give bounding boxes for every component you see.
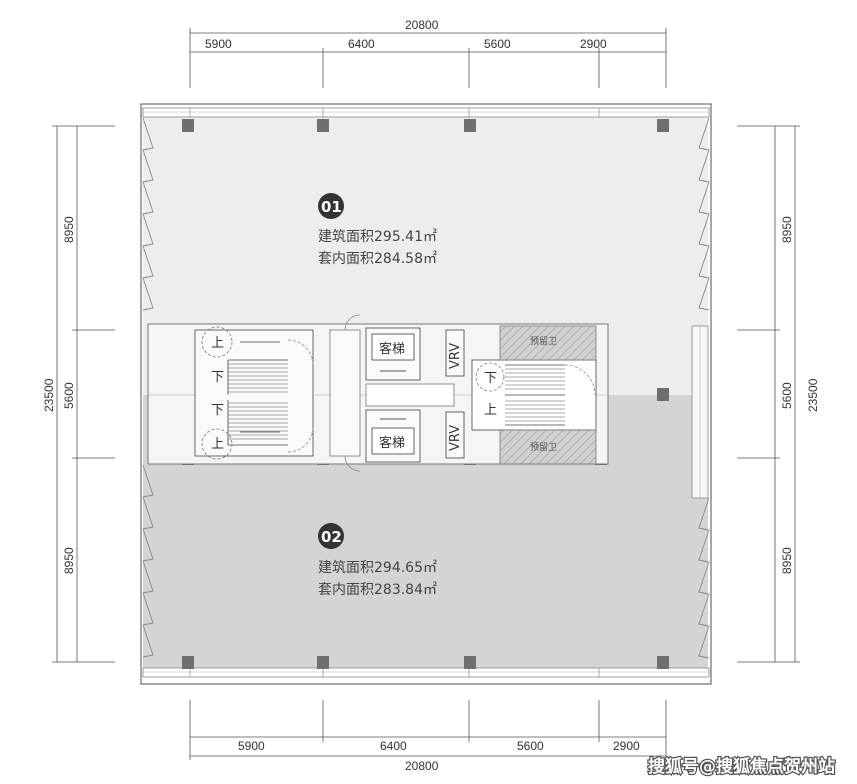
dim-top-seg-4: 2900 [580,37,607,51]
dimension-bottom [189,700,667,760]
dim-top-total: 20800 [405,18,439,32]
column [657,388,669,401]
dim-right-seg-2: 5600 [780,382,794,409]
dim-bottom-seg-2: 6400 [380,739,407,753]
dim-right-seg-3: 8950 [780,547,794,574]
dim-bottom-seg-3: 5600 [517,739,544,753]
dim-right-total: 23500 [806,378,820,412]
stair-left-down-top: 下 [211,370,224,385]
column [657,656,669,669]
dim-top-seg-3: 5600 [484,37,511,51]
stair-left-down-bottom: 下 [211,403,224,418]
reserved-wc-label-bottom: 预留卫 [530,441,557,453]
stair-left-up-top: 上 [211,336,224,351]
reserved-wc-top [499,325,597,361]
column [317,119,329,132]
elevator-bottom [365,409,421,463]
dim-left-seg-3: 8950 [62,547,76,574]
elevator-label-bottom: 客梯 [379,435,405,451]
vrv-label-top: VRV [448,343,463,369]
stair-left-up-bottom: 上 [211,437,224,452]
dimension-left [52,125,115,663]
dimension-right [737,125,800,663]
column [657,119,669,132]
column [464,119,476,132]
dim-bottom-total: 20800 [405,759,439,773]
unit-02-number: 02 [321,528,342,546]
curtain-wall-left [142,117,154,658]
vrv-label-bottom: VRV [448,425,463,451]
dim-left-seg-1: 8950 [62,216,76,243]
dim-right-seg-1: 8950 [780,216,794,243]
vrv-shaft-top [445,329,465,377]
unit-01-net-area: 套内面积284.58㎡ [318,251,437,267]
unit-02-gross-area: 建筑面积294.65㎡ [318,560,437,576]
dim-top-seg-2: 6400 [348,37,375,51]
reserved-wc-bottom [499,429,597,465]
stair-left [194,326,314,460]
column [182,656,194,669]
unit-01-gross-area: 建筑面积295.41㎡ [318,229,437,245]
dimension-top [189,28,667,88]
unit-01-badge [318,193,344,219]
dim-left-seg-2: 5600 [62,382,76,409]
outer-wall [140,103,712,685]
column [464,656,476,669]
elevator-top [365,327,421,381]
elevator-label-top: 客梯 [379,341,405,357]
stair-right-up: 上 [484,403,497,418]
dim-bottom-seg-1: 5900 [238,739,265,753]
curtain-wall-right [698,117,710,659]
stair-right [471,359,597,431]
unit-02-badge [318,523,344,549]
dim-left-total: 23500 [42,378,56,412]
column [317,656,329,669]
dim-bottom-seg-4: 2900 [613,739,640,753]
dim-top-seg-1: 5900 [205,37,232,51]
stair-right-down: 下 [484,371,497,386]
watermark: 搜狐号@搜狐焦点贺州站 [648,756,835,777]
reserved-wc-label-top: 预留卫 [530,335,557,347]
unit-02-net-area: 套内面积283.84㎡ [318,582,437,598]
vrv-shaft-bottom [445,411,465,459]
unit-01-number: 01 [321,198,342,216]
column [182,119,194,132]
